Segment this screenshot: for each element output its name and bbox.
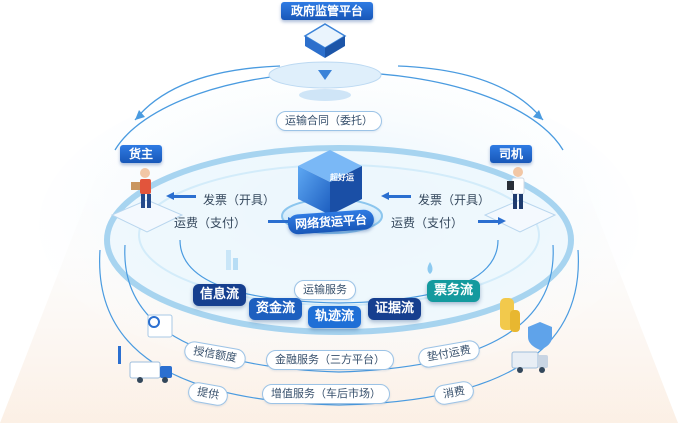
platform-cube-left bbox=[298, 166, 330, 215]
evidence-flow-badge: 证据流 bbox=[368, 298, 422, 320]
financial-service-pill: 金融服务（三方平台） bbox=[266, 350, 394, 370]
regulator-cube-left bbox=[305, 36, 325, 58]
truck-right-wheel-1 bbox=[517, 367, 523, 373]
shipper-leg-right bbox=[147, 194, 151, 208]
arrow-right-head bbox=[533, 110, 543, 120]
right-freight-bar bbox=[478, 220, 500, 223]
transport-service-pill: 运输服务 bbox=[294, 280, 356, 300]
info-flow-badge: 信息流 bbox=[193, 284, 247, 306]
right-freight-label: 运费（支付） bbox=[391, 216, 464, 230]
regulator-shadow bbox=[299, 89, 351, 101]
regulator-right-line bbox=[397, 65, 544, 121]
truck-wheel-back bbox=[162, 377, 168, 383]
platform-cube-right bbox=[330, 166, 362, 215]
left-freight-label: 运费（支付） bbox=[174, 216, 247, 230]
coins-icon-2 bbox=[510, 310, 520, 332]
right-invoice-bar bbox=[389, 195, 411, 198]
regulator-arrow bbox=[318, 70, 332, 80]
left-invoice-bar bbox=[174, 195, 196, 198]
regulator-cube-right bbox=[325, 36, 345, 58]
truck-cab bbox=[160, 366, 172, 378]
shipper-body bbox=[140, 179, 151, 194]
right-invoice-arrow bbox=[381, 192, 389, 200]
track-flow-badge: 轨迹流 bbox=[308, 306, 362, 328]
truck-wheel-front bbox=[137, 377, 143, 383]
platform-logo: 超好运 bbox=[330, 173, 354, 182]
truck-right-wheel-2 bbox=[539, 367, 545, 373]
truck-right-cab bbox=[538, 355, 548, 368]
right-platform bbox=[483, 199, 557, 233]
driver-leg-right bbox=[519, 194, 523, 209]
regulator-label: 政府监管平台 bbox=[281, 2, 373, 20]
driver-label: 司机 bbox=[490, 145, 532, 163]
shield-icon bbox=[528, 322, 552, 350]
driver-head bbox=[513, 167, 523, 177]
shipper-head bbox=[140, 168, 150, 178]
wrench-icon bbox=[118, 346, 121, 364]
value-added-arc bbox=[99, 249, 579, 406]
right-freight-arrow bbox=[498, 217, 506, 225]
truck-cargo bbox=[129, 361, 161, 379]
magnifier-icon bbox=[148, 316, 160, 328]
left-invoice-label: 发票（开具） bbox=[203, 193, 276, 207]
driver-leg-left bbox=[513, 194, 517, 209]
left-freight-bar bbox=[268, 220, 290, 223]
shipper-label: 货主 bbox=[120, 145, 162, 163]
deco-bar-1 bbox=[226, 250, 231, 270]
right-invoice-label: 发票（开具） bbox=[418, 193, 491, 207]
deco-bar-2 bbox=[233, 258, 238, 270]
regulator-left-line bbox=[134, 65, 281, 121]
shipper-box bbox=[131, 182, 140, 190]
left-invoice-arrow bbox=[166, 192, 174, 200]
left-platform bbox=[110, 199, 184, 233]
financial-arc bbox=[124, 244, 554, 373]
driver-tablet bbox=[507, 181, 514, 190]
deco-drop bbox=[427, 262, 433, 274]
contract-pill: 运输合同（委托） bbox=[276, 111, 382, 131]
ticket-flow-badge: 票务流 bbox=[427, 280, 481, 302]
truck-right-cargo bbox=[511, 351, 539, 369]
document-icon bbox=[147, 314, 173, 338]
fund-flow-badge: 资金流 bbox=[249, 298, 303, 320]
arrow-left-head bbox=[135, 110, 145, 120]
value-added-service-pill: 增值服务（车后市场） bbox=[262, 384, 390, 404]
shipper-leg-left bbox=[141, 194, 145, 208]
